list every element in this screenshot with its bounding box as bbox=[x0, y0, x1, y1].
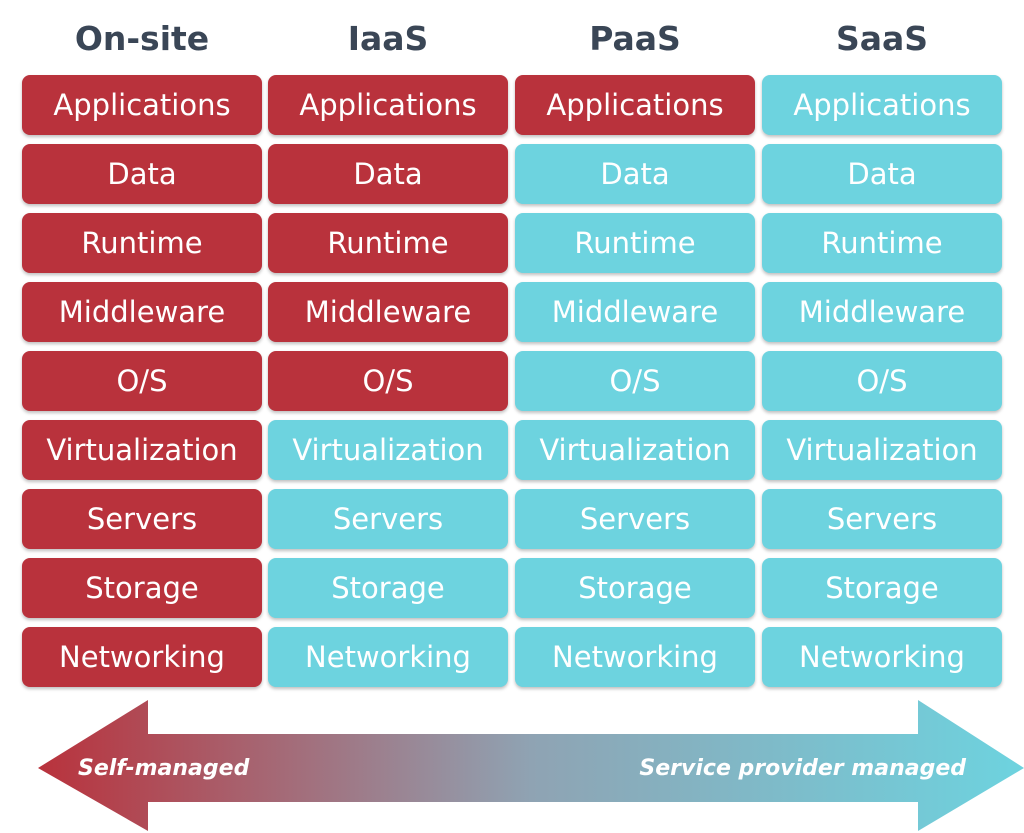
cell-saas-servers: Servers bbox=[762, 489, 1002, 549]
cell-on-site-data: Data bbox=[22, 144, 262, 204]
cell-iaas-networking: Networking bbox=[268, 627, 508, 687]
cell-paas-runtime: Runtime bbox=[515, 213, 755, 273]
cell-iaas-runtime: Runtime bbox=[268, 213, 508, 273]
cell-saas-runtime: Runtime bbox=[762, 213, 1002, 273]
cell-iaas-o-s: O/S bbox=[268, 351, 508, 411]
cell-paas-virtualization: Virtualization bbox=[515, 420, 755, 480]
cell-on-site-virtualization: Virtualization bbox=[22, 420, 262, 480]
cell-saas-applications: Applications bbox=[762, 75, 1002, 135]
cell-on-site-servers: Servers bbox=[22, 489, 262, 549]
cell-saas-data: Data bbox=[762, 144, 1002, 204]
cell-iaas-applications: Applications bbox=[268, 75, 508, 135]
management-arrow: Self-managed Service provider managed bbox=[0, 698, 1024, 833]
cell-on-site-networking: Networking bbox=[22, 627, 262, 687]
cell-paas-servers: Servers bbox=[515, 489, 755, 549]
double-arrow-shape bbox=[38, 700, 1024, 831]
cell-iaas-servers: Servers bbox=[268, 489, 508, 549]
column-header-saas: SaaS bbox=[835, 18, 929, 58]
column-header-paas: PaaS bbox=[589, 18, 681, 58]
column-header-iaas: IaaS bbox=[347, 18, 429, 58]
double-arrow-icon bbox=[38, 700, 1024, 831]
cell-on-site-storage: Storage bbox=[22, 558, 262, 618]
cell-paas-middleware: Middleware bbox=[515, 282, 755, 342]
cell-saas-middleware: Middleware bbox=[762, 282, 1002, 342]
cell-paas-storage: Storage bbox=[515, 558, 755, 618]
self-managed-label: Self-managed bbox=[78, 755, 250, 781]
cell-paas-data: Data bbox=[515, 144, 755, 204]
cell-on-site-o-s: O/S bbox=[22, 351, 262, 411]
cell-saas-virtualization: Virtualization bbox=[762, 420, 1002, 480]
cell-saas-networking: Networking bbox=[762, 627, 1002, 687]
cell-iaas-storage: Storage bbox=[268, 558, 508, 618]
cell-saas-storage: Storage bbox=[762, 558, 1002, 618]
cell-iaas-data: Data bbox=[268, 144, 508, 204]
cell-iaas-virtualization: Virtualization bbox=[268, 420, 508, 480]
cell-iaas-middleware: Middleware bbox=[268, 282, 508, 342]
cell-paas-applications: Applications bbox=[515, 75, 755, 135]
cell-on-site-applications: Applications bbox=[22, 75, 262, 135]
cell-paas-o-s: O/S bbox=[515, 351, 755, 411]
service-provider-managed-label: Service provider managed bbox=[639, 755, 966, 781]
cell-paas-networking: Networking bbox=[515, 627, 755, 687]
cell-on-site-runtime: Runtime bbox=[22, 213, 262, 273]
column-header-on-site: On-site bbox=[74, 18, 210, 58]
cell-saas-o-s: O/S bbox=[762, 351, 1002, 411]
cell-on-site-middleware: Middleware bbox=[22, 282, 262, 342]
